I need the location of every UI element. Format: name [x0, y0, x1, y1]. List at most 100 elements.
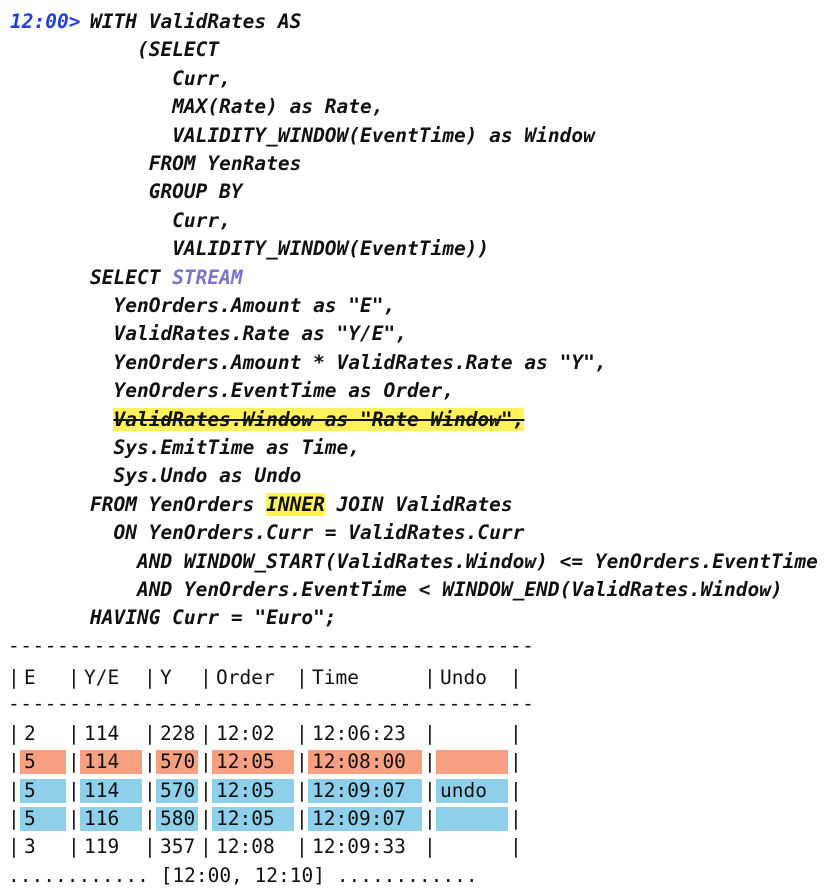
table-column-divider: | [200, 666, 212, 689]
table-column-divider: | [296, 722, 308, 745]
table-cell: 3 [24, 835, 36, 859]
sql-line: Sys.Undo as Undo [113, 464, 302, 488]
table-column-divider: | [8, 722, 20, 745]
sql-line: Sys.EmitTime as Time, [113, 436, 361, 459]
sql-line: FROM YenRates [148, 152, 302, 175]
table-column-divider: | [510, 750, 522, 774]
table-column-divider: | [200, 806, 212, 830]
sql-line: 12:00> WITH ValidRates AS [10, 8, 301, 36]
table-column-divider: | [296, 750, 308, 774]
table-column-divider: | [424, 835, 436, 859]
sql-line: AND WINDOW_START(ValidRates.Window) <= Y… [136, 549, 818, 573]
sql-line: VALIDITY_WINDOW(EventTime) as Window [172, 123, 595, 147]
table-cell: 12:05 [212, 750, 294, 775]
table-column-divider: | [510, 666, 522, 689]
table-column-divider: | [144, 666, 156, 689]
table-column-divider: | [200, 750, 212, 774]
table-column-divider: | [68, 750, 80, 774]
table-column-divider: | [144, 806, 156, 830]
table-separator: ----------------------------------------… [8, 692, 535, 715]
sql-line: ON YenOrders.Curr = ValidRates.Curr [113, 521, 525, 545]
table-cell: 570 [156, 778, 198, 803]
table-column-divider: | [8, 778, 20, 802]
sql-line: ValidRates.Window as "Rate Window", [113, 407, 525, 431]
table-cell: 357 [160, 835, 196, 859]
table-separator: ----------------------------------------… [8, 634, 535, 657]
table-cell: 12:09:07 [308, 806, 422, 831]
sql-line: YenOrders.Amount * ValidRates.Rate as "Y… [113, 350, 607, 374]
table-column-divider: | [424, 666, 436, 689]
table-column-divider: | [68, 666, 80, 689]
table-cell: 12:05 [212, 778, 294, 803]
table-column-divider: | [68, 722, 80, 745]
table-column-divider: | [200, 722, 212, 745]
sql-line: ValidRates.Rate as "Y/E", [113, 322, 407, 346]
table-header-cell: Y/E [84, 666, 120, 689]
sql-line: AND YenOrders.EventTime < WINDOW_END(Val… [136, 578, 783, 601]
table-column-divider: | [8, 666, 20, 689]
table-column-divider: | [510, 722, 522, 745]
table-header-cell: E [24, 666, 36, 689]
sql-line: MAX(Rate) as Rate, [172, 95, 384, 119]
table-cell: 12:09:33 [312, 835, 406, 859]
sql-line: Curr, [172, 208, 231, 232]
table-column-divider: | [510, 806, 522, 830]
table-cell: 5 [20, 806, 66, 831]
table-column-divider: | [424, 750, 436, 774]
table-column-divider: | [296, 778, 308, 802]
sql-line: YenOrders.EventTime as Order, [113, 379, 454, 403]
table-cell: 228 [160, 722, 196, 745]
table-column-divider: | [424, 806, 436, 830]
sql-line: SELECT STREAM [90, 265, 243, 289]
table-cell: 114 [80, 750, 142, 775]
table-column-divider: | [68, 835, 80, 859]
window-footer: ............ [12:00, 12:10] ............ [8, 863, 478, 887]
table-cell: 12:09:07 [308, 778, 422, 803]
sql-line: VALIDITY_WINDOW(EventTime)) [172, 237, 490, 261]
table-cell: 12:02 [216, 722, 275, 745]
sql-line: Curr, [172, 66, 231, 90]
table-column-divider: | [424, 778, 436, 802]
table-cell: 2 [24, 722, 36, 745]
inner-keyword: INNER [266, 492, 325, 516]
table-cell: 119 [84, 835, 120, 859]
table-cell [436, 806, 508, 831]
table-cell: 12:05 [212, 806, 294, 831]
table-cell [436, 722, 508, 746]
table-column-divider: | [296, 835, 308, 859]
table-column-divider: | [510, 835, 522, 859]
table-column-divider: | [68, 778, 80, 802]
table-cell: undo [436, 778, 508, 803]
table-column-divider: | [8, 806, 20, 830]
table-cell: 570 [156, 750, 198, 775]
table-column-divider: | [144, 722, 156, 745]
sql-line: (SELECT [136, 38, 220, 62]
table-cell: 12:06:23 [312, 722, 406, 745]
table-cell: 114 [84, 722, 120, 745]
table-column-divider: | [200, 835, 212, 859]
stream-keyword: STREAM [172, 265, 243, 289]
table-cell: 114 [80, 778, 142, 803]
table-column-divider: | [144, 750, 156, 774]
table-cell: 5 [20, 750, 66, 775]
table-header-cell: Time [312, 666, 359, 689]
table-column-divider: | [144, 835, 156, 859]
table-cell: 580 [156, 806, 198, 831]
table-column-divider: | [510, 778, 522, 802]
table-cell: 12:08:00 [308, 750, 422, 775]
table-column-divider: | [424, 722, 436, 745]
query-prompt: 12:00> [10, 10, 93, 33]
table-header-cell: Order [216, 666, 275, 689]
table-cell [436, 750, 508, 775]
table-column-divider: | [296, 806, 308, 830]
table-column-divider: | [68, 806, 80, 830]
table-column-divider: | [8, 835, 20, 859]
table-column-divider: | [296, 666, 308, 689]
table-cell: 5 [20, 778, 66, 803]
sql-line: YenOrders.Amount as "E", [113, 294, 396, 317]
table-header-cell: Undo [440, 666, 487, 689]
sql-line: GROUP BY [148, 180, 243, 204]
table-header-cell: Y [160, 666, 172, 689]
table-cell: 116 [80, 806, 142, 831]
table-column-divider: | [144, 778, 156, 802]
